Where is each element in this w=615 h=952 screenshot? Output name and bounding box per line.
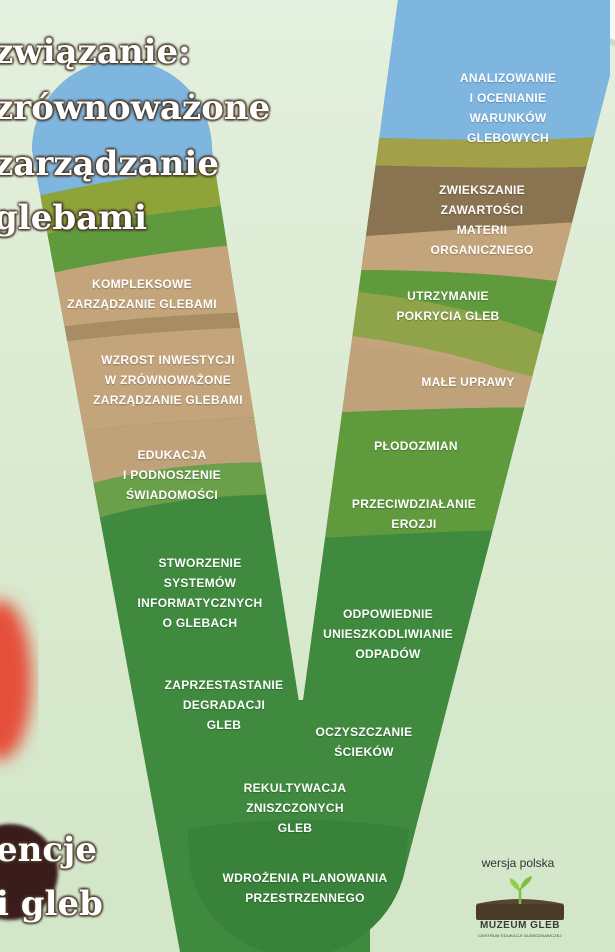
step-male-uprawy: Małe uprawy	[421, 375, 515, 389]
step-wdrozenia-planowania: Wdrożenia planowania przestrzennego	[222, 871, 388, 905]
step-kompleksowe-zarzadzanie: Kompleksowe zarządzanie glebami	[67, 277, 217, 311]
dark-circle-decoration	[0, 824, 58, 920]
step-zaprzestastanie-degradacji: Zaprzestastanie degradacji gleb	[164, 678, 284, 732]
title-line-1: związanie:	[0, 32, 191, 72]
step-zwiekszanie-materii: Zwiekszanie zawartości materii organiczn…	[430, 183, 534, 257]
step-rekultywacja: Rekultywacja zniszczonych gleb	[243, 781, 347, 835]
step-edukacja: Edukacja i podnoszenie świadomości	[123, 448, 221, 502]
red-blob-decoration	[0, 600, 32, 760]
step-odpowiednie-unieszkodliwianie: Odpowiednie unieszkodliwianie odpadów	[323, 607, 453, 661]
museum-logo: MUZEUM GLEB CENTRUM EDUKACJI GLEBOZNAWCZ…	[470, 874, 570, 944]
step-utrzymanie-pokrycia: Utrzymanie pokrycia gleb	[396, 289, 500, 323]
step-przeciwdzialanie-erozji: Przeciwdziałanie erozji	[351, 497, 477, 531]
bottom-curve-layer	[180, 700, 420, 952]
logo-name: MUZEUM GLEB	[480, 920, 560, 931]
logo-subtitle: CENTRUM EDUKACJI GLEBOZNAWCZEJ	[478, 933, 562, 938]
title-line-4: glebami	[0, 198, 148, 238]
footer-title-line-2: i gleb	[0, 884, 103, 924]
step-wzrost-inwestycji: Wzrost inwestycji w zrównoważone zarządz…	[93, 353, 243, 407]
step-oczyszczanie-sciekow: Oczyszczanie ścieków	[315, 725, 413, 759]
title-line-3: zarządzanie	[0, 144, 219, 184]
logo-graphic	[476, 876, 564, 920]
footer-title-line-1: encje	[0, 830, 97, 870]
step-stworzenie-systemow: Stworzenie systemów informatycznych o gl…	[137, 556, 263, 630]
step-plodozmian: Płodozmian	[374, 439, 458, 453]
title-line-2: zrównoważone	[0, 88, 271, 128]
step-analizowanie-warunkow: Analizowanie i ocenianie warunków glebow…	[459, 71, 557, 145]
version-label: wersja polska	[481, 856, 555, 870]
